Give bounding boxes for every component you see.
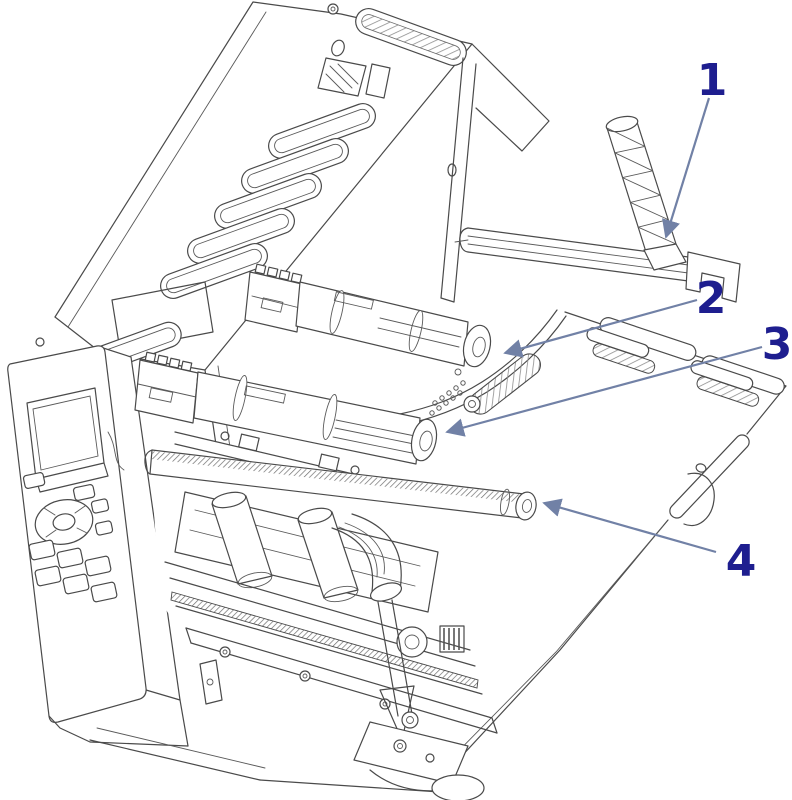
callout-2-arrow [503,298,698,358]
callout-4-label: 4 [726,536,757,587]
callout-1-label: 1 [697,55,728,106]
callouts: 1 2 3 4 [445,55,792,587]
callout-1: 1 [662,55,728,239]
control-panel [7,345,189,747]
callout-3-arrow [445,345,763,437]
ribbon-supply-spindle [134,351,438,465]
vent-slots [160,103,376,299]
top-cover [35,1,550,381]
callout-4: 4 [542,498,757,587]
callout-4-arrow [542,498,717,554]
media-dancer-bar [144,449,537,521]
callout-3-label: 3 [762,319,792,370]
keypad [22,472,118,603]
vent-holes [429,380,466,416]
print-mechanism [89,425,505,800]
callout-2: 2 [503,273,727,358]
ribbon-takeup-spindle [244,263,492,376]
media-supply-guide [605,115,687,271]
callout-1-arrow [662,97,711,239]
callout-3: 3 [445,319,792,437]
callout-2-label: 2 [696,273,727,324]
frame-strut [440,57,477,303]
